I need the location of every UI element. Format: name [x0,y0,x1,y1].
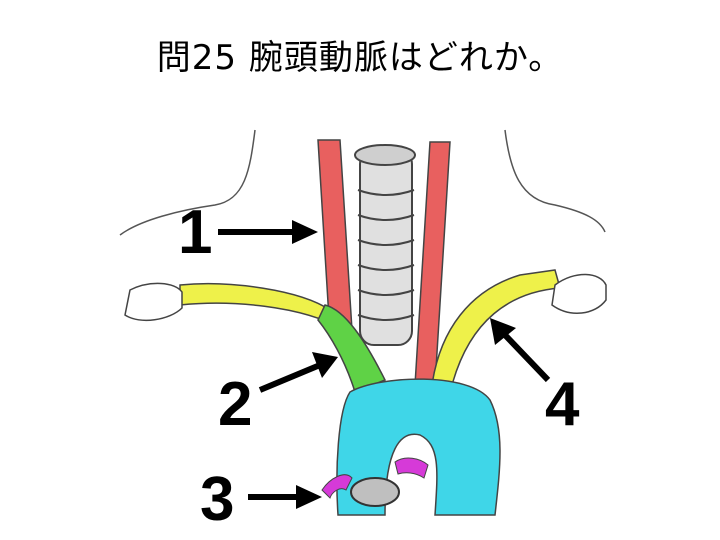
question-title: 問25 腕頭動脈はどれか。 [156,38,564,78]
magenta-vessel-left [321,474,353,499]
trachea [354,144,416,346]
label-1: 1 [178,198,212,267]
arrow-4 [490,318,551,383]
arrow-1 [218,220,318,244]
label-3: 3 [200,465,234,534]
left-subclavian-artery [431,269,561,386]
body-outline [119,129,606,236]
label-4: 4 [545,370,580,439]
arrow-3 [248,485,322,509]
magenta-vessel-right [394,457,429,479]
label-2: 2 [218,370,252,439]
arrow-2 [258,352,338,393]
pulmonary-trunk-opening [350,477,400,507]
arm-stubs [124,273,607,322]
